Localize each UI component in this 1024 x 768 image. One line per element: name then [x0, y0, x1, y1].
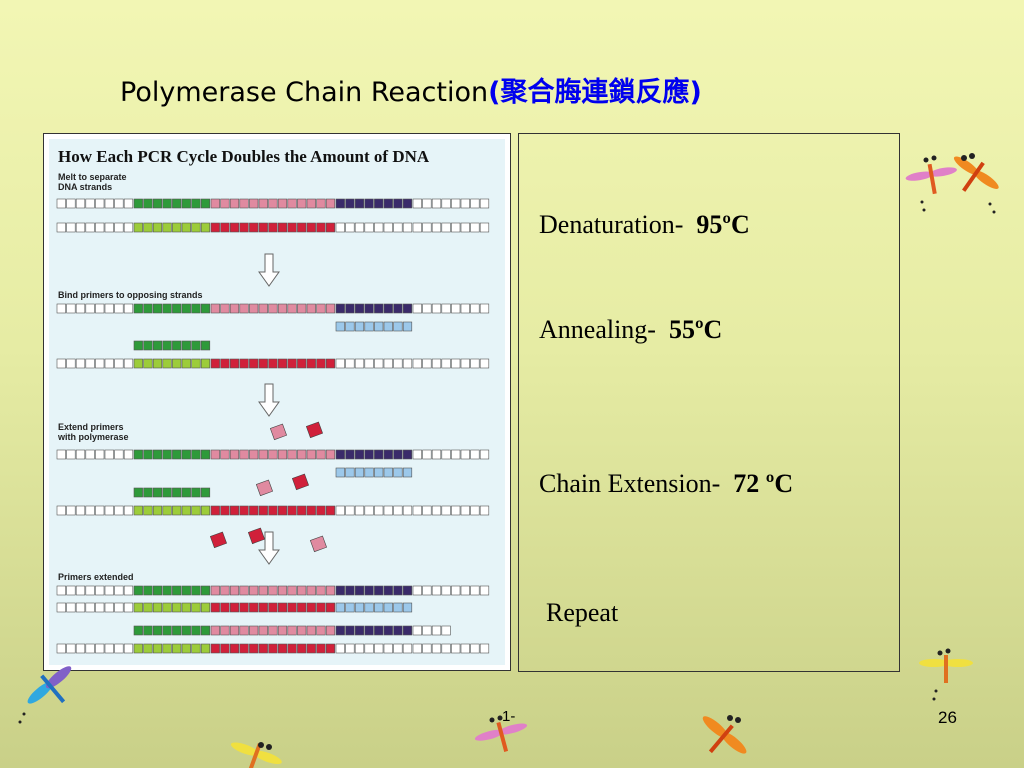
- step-name: Annealing-: [539, 315, 656, 344]
- nucleotide: [255, 479, 274, 497]
- figure-heading: How Each PCR Cycle Doubles the Amount of…: [58, 147, 430, 166]
- step-temperature: 95ºC: [696, 210, 750, 239]
- nucleotide: [247, 527, 266, 545]
- steps-panel: Denaturation- 95ºC Annealing- 55ºC Chain…: [518, 133, 900, 672]
- bound-strand-top: [56, 303, 490, 314]
- extending-primer-top: [335, 467, 413, 478]
- template-strand-top: [56, 198, 490, 209]
- dna-strands: [56, 198, 490, 654]
- pcr-diagram: How Each PCR Cycle Doubles the Amount of…: [49, 139, 505, 665]
- nucleotide: [305, 421, 324, 439]
- extend-strand-top: [56, 449, 490, 460]
- step-temperature: 55ºC: [668, 315, 723, 344]
- dragonfly-icon: [18, 666, 72, 724]
- final-strand-2: [56, 602, 413, 613]
- nucleotide: [309, 535, 328, 553]
- final-strand-3: [133, 625, 451, 636]
- slide-title: Polymerase Chain Reaction(聚合脢連鎖反應): [120, 70, 702, 109]
- step-repeat: Repeat: [546, 598, 618, 628]
- slide-number: 26: [938, 708, 957, 727]
- dragonfly-icon: [919, 648, 973, 701]
- step-annealing: Annealing- 55ºC: [539, 315, 722, 345]
- nucleotide: [269, 423, 288, 441]
- nucleotide: [291, 473, 310, 491]
- bound-strand-bottom: [56, 358, 490, 369]
- down-arrow-icon: [258, 531, 280, 565]
- label-extend-line1: Extend primers: [58, 422, 124, 432]
- template-strand-bottom: [56, 222, 490, 233]
- final-strand-4: [56, 643, 490, 654]
- dragonfly-icon: [905, 153, 999, 214]
- pcr-cycle-figure: How Each PCR Cycle Doubles the Amount of…: [43, 133, 511, 671]
- down-arrow-icon: [258, 253, 280, 287]
- label-extend-line2: with polymerase: [57, 432, 129, 442]
- step-name: Chain Extension-: [539, 469, 721, 498]
- title-chinese: (聚合脢連鎖反應): [488, 77, 702, 108]
- free-nucleotides: [209, 421, 328, 553]
- primer-bottom: [133, 340, 211, 351]
- extending-primer-bottom: [133, 487, 211, 498]
- dragonfly-icon: [474, 715, 528, 752]
- final-strand-1: [56, 585, 490, 596]
- label-melt-line1: Melt to separate: [58, 172, 127, 182]
- extend-strand-bottom: [56, 505, 490, 516]
- step-arrows: [258, 253, 280, 565]
- dragonfly-icon: [230, 742, 282, 768]
- dragonfly-icon: [702, 715, 747, 754]
- step-temperature: 72 ºC: [733, 469, 794, 498]
- footer-mark: 1-: [502, 708, 516, 725]
- label-melt-line2: DNA strands: [58, 182, 112, 192]
- primer-top: [335, 321, 413, 332]
- down-arrow-icon: [258, 383, 280, 417]
- step-chain-extension: Chain Extension- 72 ºC: [539, 469, 793, 499]
- title-text: Polymerase Chain Reaction: [120, 77, 489, 108]
- nucleotide: [209, 531, 228, 549]
- step-denaturation: Denaturation- 95ºC: [539, 210, 750, 240]
- label-primers-extended: Primers extended: [58, 572, 134, 582]
- label-bind: Bind primers to opposing strands: [58, 290, 203, 300]
- step-name: Denaturation-: [539, 210, 684, 239]
- step-name: Repeat: [546, 598, 619, 627]
